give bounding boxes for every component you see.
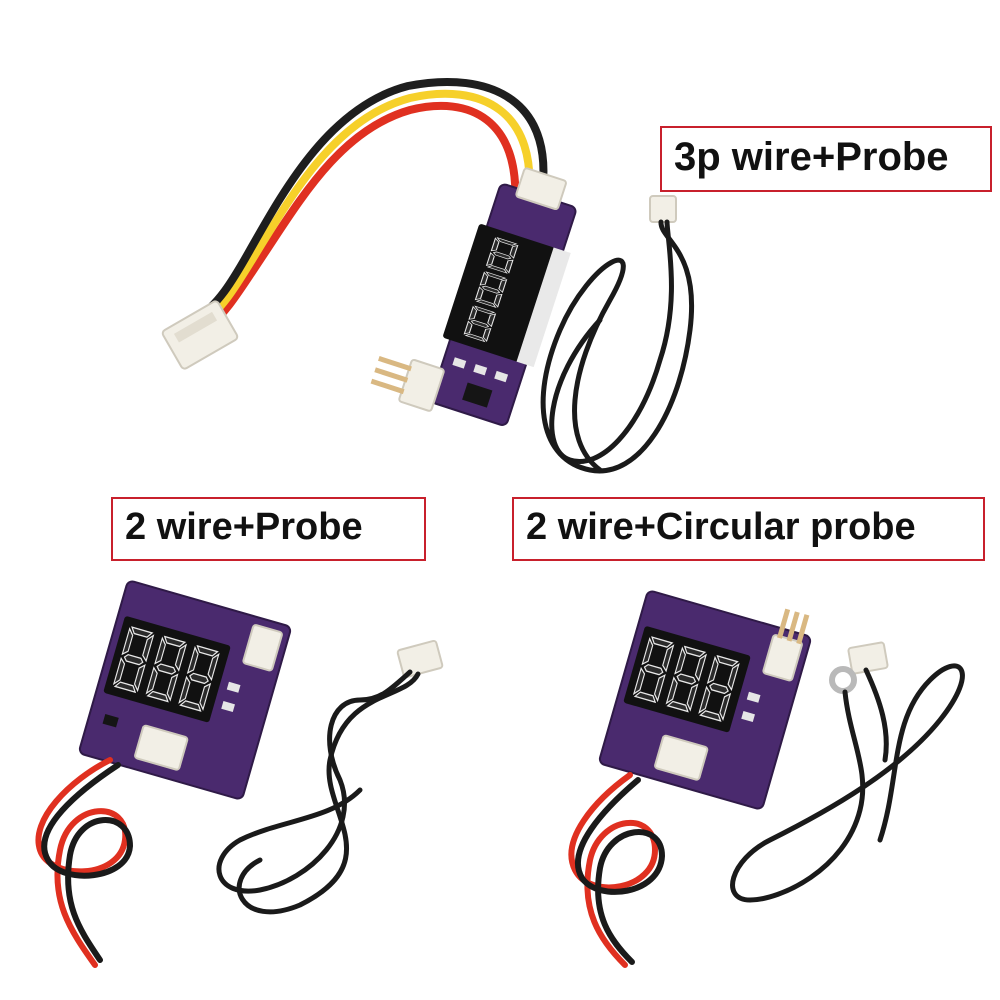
label-3p-wire-probe: 3p wire+Probe	[660, 126, 992, 192]
bottom-right-module	[568, 590, 812, 968]
ring-terminal	[829, 666, 857, 694]
cable-connector	[161, 300, 239, 370]
bottom-left-probe	[216, 639, 444, 915]
black-wire	[41, 762, 134, 963]
yellow-wire	[196, 89, 534, 329]
top-module	[161, 77, 577, 426]
red-wire	[201, 101, 520, 334]
label-2-wire-probe: 2 wire+Probe	[111, 497, 426, 561]
red-wire	[35, 757, 129, 968]
black-wire	[191, 77, 548, 324]
label-2-wire-circular-probe: 2 wire+Circular probe	[512, 497, 985, 561]
circular-probe	[730, 641, 965, 903]
black-wire	[574, 777, 666, 965]
red-wire	[568, 772, 659, 968]
top-probe	[540, 195, 695, 474]
bottom-left-module	[35, 580, 292, 968]
